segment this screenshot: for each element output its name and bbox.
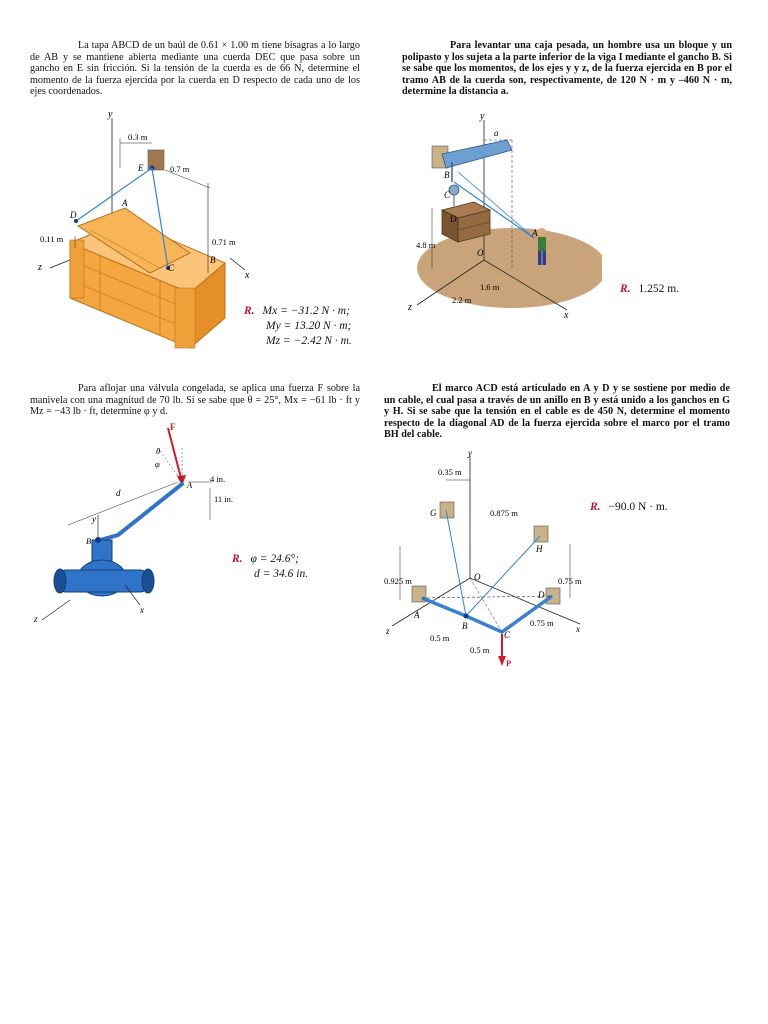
problem-1-figure: y z x D E A C B 0.3 m 0.7 m 0.11 m 0.71 … xyxy=(37,109,250,350)
p3-x-label: x xyxy=(139,605,144,615)
p2-D-label: D xyxy=(449,214,457,224)
p3-z-label: z xyxy=(33,614,38,624)
p4-dim-0.5a: 0.5 m xyxy=(430,633,450,643)
p2-answer-1: 1.252 m. xyxy=(638,283,680,295)
p1-answer-label: R. xyxy=(244,305,255,317)
p3-answer-1: φ = 24.6°; xyxy=(250,553,299,565)
chest-drawing xyxy=(68,207,226,350)
p2-dim-2.2: 2.2 m xyxy=(452,295,472,305)
p4-x-label: x xyxy=(575,624,580,634)
p4-dim-0.875: 0.875 m xyxy=(490,508,518,518)
p3-dim-4in: 4 in. xyxy=(210,474,225,484)
p4-A-label: A xyxy=(413,610,420,620)
p1-A-label: A xyxy=(121,198,128,208)
p2-O-label: O xyxy=(477,248,484,258)
p1-dim-0.11: 0.11 m xyxy=(40,234,64,244)
p3-y-label: y xyxy=(91,514,96,524)
p1-dim-0.3: 0.3 m xyxy=(128,132,148,142)
p2-dim-1.6: 1.6 m xyxy=(480,282,500,292)
p2-x-label: x xyxy=(563,310,569,321)
p1-answer-2: My = 13.20 N · m; xyxy=(266,320,352,332)
crate-drawing xyxy=(440,201,492,243)
problem-1: La tapa ABCD de un baúl de 0.61 × 1.00 m… xyxy=(30,40,360,98)
p4-G-label: G xyxy=(430,508,437,518)
force-f-arrow xyxy=(167,427,183,483)
p1-answer-1: Mx = −31.2 N · m; xyxy=(262,305,350,317)
cable-bg xyxy=(445,509,467,617)
cord-ec xyxy=(151,167,169,269)
problem-2: Para levantar una caja pesada, un hombre… xyxy=(402,40,732,98)
problem-2-answer: R. 1.252 m. xyxy=(620,282,679,297)
hook-g xyxy=(439,501,455,519)
p2-C-label: C xyxy=(444,190,451,200)
p1-dim-0.7: 0.7 m xyxy=(170,164,190,174)
p4-dim-0.925: 0.925 m xyxy=(384,576,412,586)
p4-H-label: H xyxy=(535,544,543,554)
cable-bh xyxy=(465,535,541,617)
p4-answer-1: −90.0 N · m. xyxy=(608,501,668,513)
p1-x-label: x xyxy=(244,270,250,281)
frame-acd xyxy=(421,594,554,635)
valve-handle xyxy=(98,482,184,542)
p4-B-label: B xyxy=(462,621,468,631)
problem-4: El marco ACD está articulado en A y D y … xyxy=(384,383,730,441)
p1-y-label: y xyxy=(107,109,113,120)
cord-de xyxy=(75,167,153,222)
p4-y-label: y xyxy=(467,448,472,458)
p4-z-label: z xyxy=(385,626,390,636)
valve-body xyxy=(53,539,155,597)
p1-z-label: z xyxy=(37,262,42,273)
p4-dim-0.35: 0.35 m xyxy=(438,467,462,477)
p1-C-label: C xyxy=(168,263,175,273)
p3-answer-2: d = 34.6 in. xyxy=(254,568,309,580)
problem-4-text: El marco ACD está articulado en A y D y … xyxy=(384,383,730,441)
problem-3-answer: R. φ = 24.6°; d = 34.6 in. xyxy=(232,552,308,582)
p1-D-label: D xyxy=(69,210,77,220)
p4-P-label: P xyxy=(506,658,511,668)
p3-A-label: A xyxy=(186,480,193,490)
hook-e-bracket xyxy=(147,149,165,171)
p2-y-label: y xyxy=(479,111,485,122)
problem-1-text: La tapa ABCD de un baúl de 0.61 × 1.00 m… xyxy=(30,40,360,98)
problem-3-figure: F θ φ A B y z x d 4 in. 11 in. xyxy=(33,422,233,624)
p1-dim-0.71: 0.71 m xyxy=(212,237,236,247)
p4-dim-0.5b: 0.5 m xyxy=(470,645,490,655)
p3-dim-11in: 11 in. xyxy=(214,494,233,504)
p3-phi-label: φ xyxy=(155,459,160,469)
problem-3: Para aflojar una válvula congelada, se a… xyxy=(30,383,360,418)
p3-F-label: F xyxy=(170,422,176,432)
p3-theta-label: θ xyxy=(156,446,160,456)
p2-A-label: A xyxy=(531,228,538,238)
p2-dim-4.8: 4.8 m xyxy=(416,240,436,250)
p4-O-label: O xyxy=(474,572,481,582)
problem-2-figure: y z x O a B C D A 4.8 m 1.6 m 2.2 m xyxy=(407,111,602,321)
problem-4-figure: y z x O G H P A B C D 0.35 m 0.875 m 0.9… xyxy=(384,448,582,668)
p3-answer-label: R. xyxy=(232,553,243,565)
problem-1-answer: R. Mx = −31.2 N · m; My = 13.20 N · m; Mz… xyxy=(244,304,352,349)
problem-4-answer: R. −90.0 N · m. xyxy=(590,500,668,515)
p4-dim-0.75b: 0.75 m xyxy=(530,618,554,628)
p1-E-label: E xyxy=(137,163,144,173)
problem-2-text: Para levantar una caja pesada, un hombre… xyxy=(402,40,732,98)
rope-ab xyxy=(453,181,535,239)
man-figure xyxy=(538,228,546,265)
ground-area xyxy=(417,228,602,308)
p2-a-label: a xyxy=(494,128,499,138)
p3-d-label: d xyxy=(116,488,121,498)
p4-C-label: C xyxy=(504,630,511,640)
p2-answer-label: R. xyxy=(620,283,631,295)
p4-D-label: D xyxy=(537,590,545,600)
p4-dim-0.75a: 0.75 m xyxy=(558,576,582,586)
p2-B-label: B xyxy=(444,170,450,180)
p2-z-label: z xyxy=(407,302,412,313)
p3-B-label: B xyxy=(86,536,91,546)
p1-B-label: B xyxy=(210,255,216,265)
problem-3-text: Para aflojar una válvula congelada, se a… xyxy=(30,383,360,418)
p4-answer-label: R. xyxy=(590,501,601,513)
p1-answer-3: Mz = −2.42 N · m. xyxy=(266,335,352,347)
